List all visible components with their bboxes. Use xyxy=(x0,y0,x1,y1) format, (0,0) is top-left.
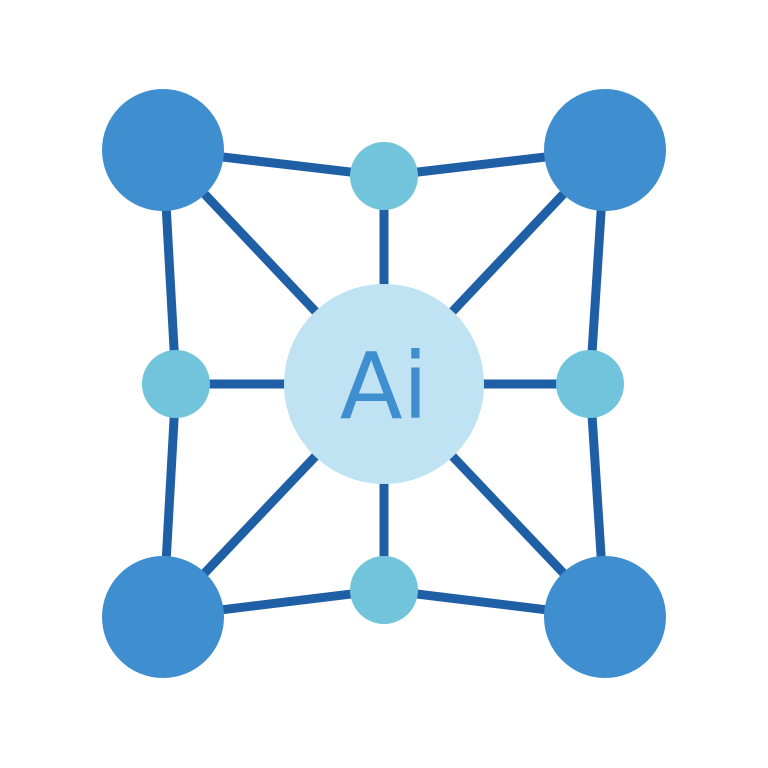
node-right xyxy=(556,350,624,418)
node-bottom-left xyxy=(102,556,224,678)
node-bottom xyxy=(350,556,418,624)
center-node xyxy=(284,284,484,484)
node-bottom-right xyxy=(544,556,666,678)
node-top xyxy=(350,142,418,210)
node-top-left xyxy=(102,89,224,211)
node-top-right xyxy=(544,89,666,211)
center-label: Ai xyxy=(340,333,429,440)
node-left xyxy=(142,350,210,418)
side-nodes xyxy=(142,142,624,624)
corner-nodes xyxy=(102,89,666,678)
